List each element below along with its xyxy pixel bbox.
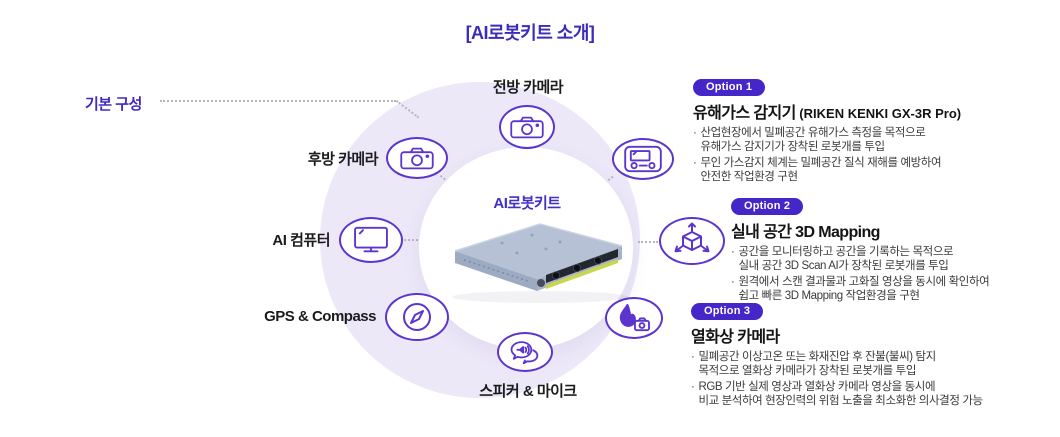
bullet-item: ·RGB 기반 실제 영상과 열화상 카메라 영상을 동시에 비교 분석하여 현… (691, 381, 1060, 408)
compass-icon (401, 301, 433, 333)
bullet-marker: · (731, 246, 735, 258)
cube-3d-icon (672, 221, 712, 261)
bullet-item: ·밀폐공간 이상고온 또는 화재진압 후 잔불(불씨) 탐지 목적으로 열화상 … (691, 351, 1060, 378)
speaker-mic-label: 스피커 & 마이크 (479, 383, 577, 400)
gas-detector-icon (622, 144, 664, 174)
bullet-marker: · (731, 276, 735, 288)
speaker-mic-icon-circle (497, 332, 553, 372)
option-2-title: 실내 공간 3D Mapping (731, 218, 1060, 242)
bullet-marker: · (693, 127, 697, 139)
flame-camera-icon-circle (605, 297, 663, 339)
option-2-badge: Option 2 (731, 198, 804, 215)
leader-line-horizontal (160, 100, 396, 102)
option-1-bullets: ·산업현장에서 밀폐공간 유해가스 측정을 목적으로 유해가스 감지기가 장착된… (693, 127, 1055, 184)
rear-camera-icon-circle (386, 137, 448, 179)
option-1-title-text: 유해가스 감지기 (693, 105, 796, 122)
center-hub-label: AI로봇키트 (493, 195, 561, 212)
camera-icon (509, 114, 545, 141)
front-camera-label: 전방 카메라 (492, 79, 564, 96)
option-1-badge: Option 1 (693, 79, 766, 96)
bullet-marker: · (693, 157, 697, 169)
option-1-block: Option 1 유해가스 감지기 (RIKEN KENKI GX-3R Pro… (693, 77, 1055, 184)
bullet-text: 무인 가스감지 체계는 밀폐공간 질식 재해를 예방하여 안전한 작업환경 구현 (700, 157, 942, 183)
option-2-block: Option 2 실내 공간 3D Mapping ·공간을 모니터링하고 공간… (731, 196, 1060, 303)
bullet-text: 밀폐공간 이상고온 또는 화재진압 후 잔불(불씨) 탐지 목적으로 열화상 카… (698, 351, 936, 377)
bullet-item: ·무인 가스감지 체계는 밀폐공간 질식 재해를 예방하여 안전한 작업환경 구… (693, 157, 1055, 184)
bullet-text: 공간을 모니터링하고 공간을 기록하는 목적으로 실내 공간 3D Scan A… (738, 246, 954, 272)
option-1-title: 유해가스 감지기 (RIKEN KENKI GX-3R Pro) (693, 99, 1055, 123)
speech-speaker-icon (507, 338, 543, 367)
gps-compass-label: GPS & Compass (264, 308, 376, 325)
gps-compass-icon-circle (385, 293, 449, 341)
bullet-item: ·산업현장에서 밀폐공간 유해가스 측정을 목적으로 유해가스 감지기가 장착된… (693, 127, 1055, 154)
ai-computer-icon-circle (339, 217, 403, 263)
front-camera-icon-circle (499, 105, 555, 149)
bullet-item: ·원격에서 스캔 결과물과 고화질 영상을 동시에 확인하여 쉽고 빠른 3D … (731, 276, 1060, 303)
gas-detector-icon-circle (612, 138, 674, 180)
option-3-badge: Option 3 (691, 303, 764, 320)
camera-icon (399, 145, 435, 172)
option-3-title: 열화상 카메라 (691, 323, 1060, 347)
cube-3d-icon-circle (659, 217, 725, 265)
option-3-title-text: 열화상 카메라 (691, 329, 780, 346)
bullet-text: 산업현장에서 밀폐공간 유해가스 측정을 목적으로 유해가스 감지기가 장착된 … (700, 127, 926, 153)
bullet-item: ·공간을 모니터링하고 공간을 기록하는 목적으로 실내 공간 3D Scan … (731, 246, 1060, 273)
bullet-marker: · (691, 351, 695, 363)
option-2-title-text: 실내 공간 3D Mapping (731, 224, 880, 241)
bullet-marker: · (691, 381, 695, 393)
option-1-title-sub: (RIKEN KENKI GX-3R Pro) (795, 106, 962, 121)
option-2-bullets: ·공간을 모니터링하고 공간을 기록하는 목적으로 실내 공간 3D Scan … (731, 246, 1060, 303)
bullet-text: 원격에서 스캔 결과물과 고화질 영상을 동시에 확인하여 쉽고 빠른 3D M… (738, 276, 990, 302)
connector-ai-computer (404, 239, 426, 241)
bullet-text: RGB 기반 실제 영상과 열화상 카메라 영상을 동시에 비교 분석하여 현장… (698, 381, 983, 407)
rear-camera-label: 후방 카메라 (307, 151, 379, 168)
monitor-icon (352, 225, 390, 255)
robot-kit-device-image (452, 223, 628, 303)
option-3-block: Option 3 열화상 카메라 ·밀폐공간 이상고온 또는 화재진압 후 잔불… (691, 301, 1060, 408)
page-title: [AI로봇키트 소개] (465, 23, 595, 43)
ai-computer-label: AI 컴퓨터 (272, 232, 330, 249)
option-3-bullets: ·밀폐공간 이상고온 또는 화재진압 후 잔불(불씨) 탐지 목적으로 열화상 … (691, 351, 1060, 408)
connector-3d-mapping (638, 241, 658, 243)
flame-camera-icon (615, 303, 653, 333)
basic-config-label: 기본 구성 (85, 96, 142, 113)
